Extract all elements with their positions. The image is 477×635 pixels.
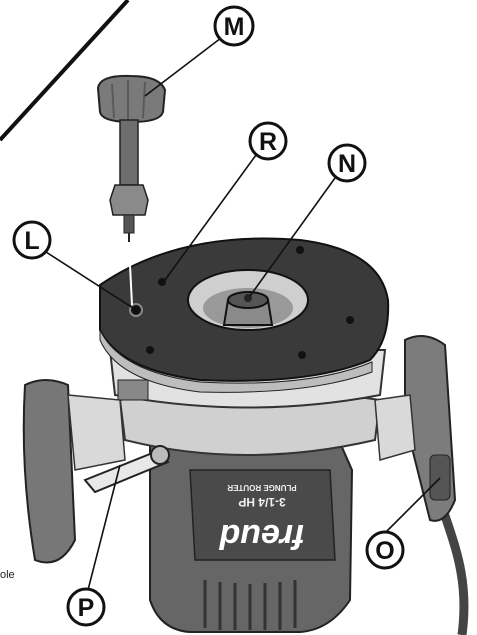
callout-n-label: N <box>338 150 356 178</box>
brand-name: freud <box>218 517 304 555</box>
callout-r: R <box>248 121 288 161</box>
model-type: PLUNGE ROUTER <box>227 483 297 492</box>
callout-o: O <box>365 530 405 570</box>
leader-lines <box>45 37 441 591</box>
cropped-text-fragment: ole <box>0 569 15 581</box>
right-handle <box>374 335 457 522</box>
page-divider-line <box>0 0 130 142</box>
plate-screw <box>296 246 304 254</box>
leader-l <box>45 251 134 309</box>
collet-nut <box>222 291 274 326</box>
leader-o <box>384 477 441 534</box>
leader-m <box>144 37 222 97</box>
callout-o-label: O <box>375 537 394 565</box>
callout-l: L <box>12 220 52 260</box>
leader-n <box>249 177 336 297</box>
lock-lever <box>83 445 170 494</box>
leader-r <box>164 154 257 281</box>
assembly-guide-line <box>128 244 133 306</box>
depth-rod-hole <box>129 303 143 317</box>
brand-label: freud 3-1/4 HP PLUNGE ROUTER <box>189 469 336 561</box>
model-rating: 3-1/4 HP <box>238 495 285 509</box>
callout-m-label: M <box>224 13 245 41</box>
power-cord <box>435 498 469 635</box>
callout-r-label: R <box>259 128 277 156</box>
callout-p-label: P <box>78 594 95 622</box>
callout-p: P <box>66 587 106 627</box>
callout-n: N <box>327 143 367 183</box>
vent-grille <box>203 580 297 630</box>
trigger-switch <box>429 454 451 501</box>
callout-l-label: L <box>24 227 39 255</box>
plate-screw <box>158 278 166 286</box>
plate-screw <box>346 316 354 324</box>
leader-p <box>87 464 121 591</box>
left-handle <box>22 379 126 564</box>
callout-m: M <box>213 5 255 47</box>
plate-screw <box>146 346 154 354</box>
plate-screw <box>298 351 306 359</box>
adjustment-knob-assembly <box>96 74 167 242</box>
